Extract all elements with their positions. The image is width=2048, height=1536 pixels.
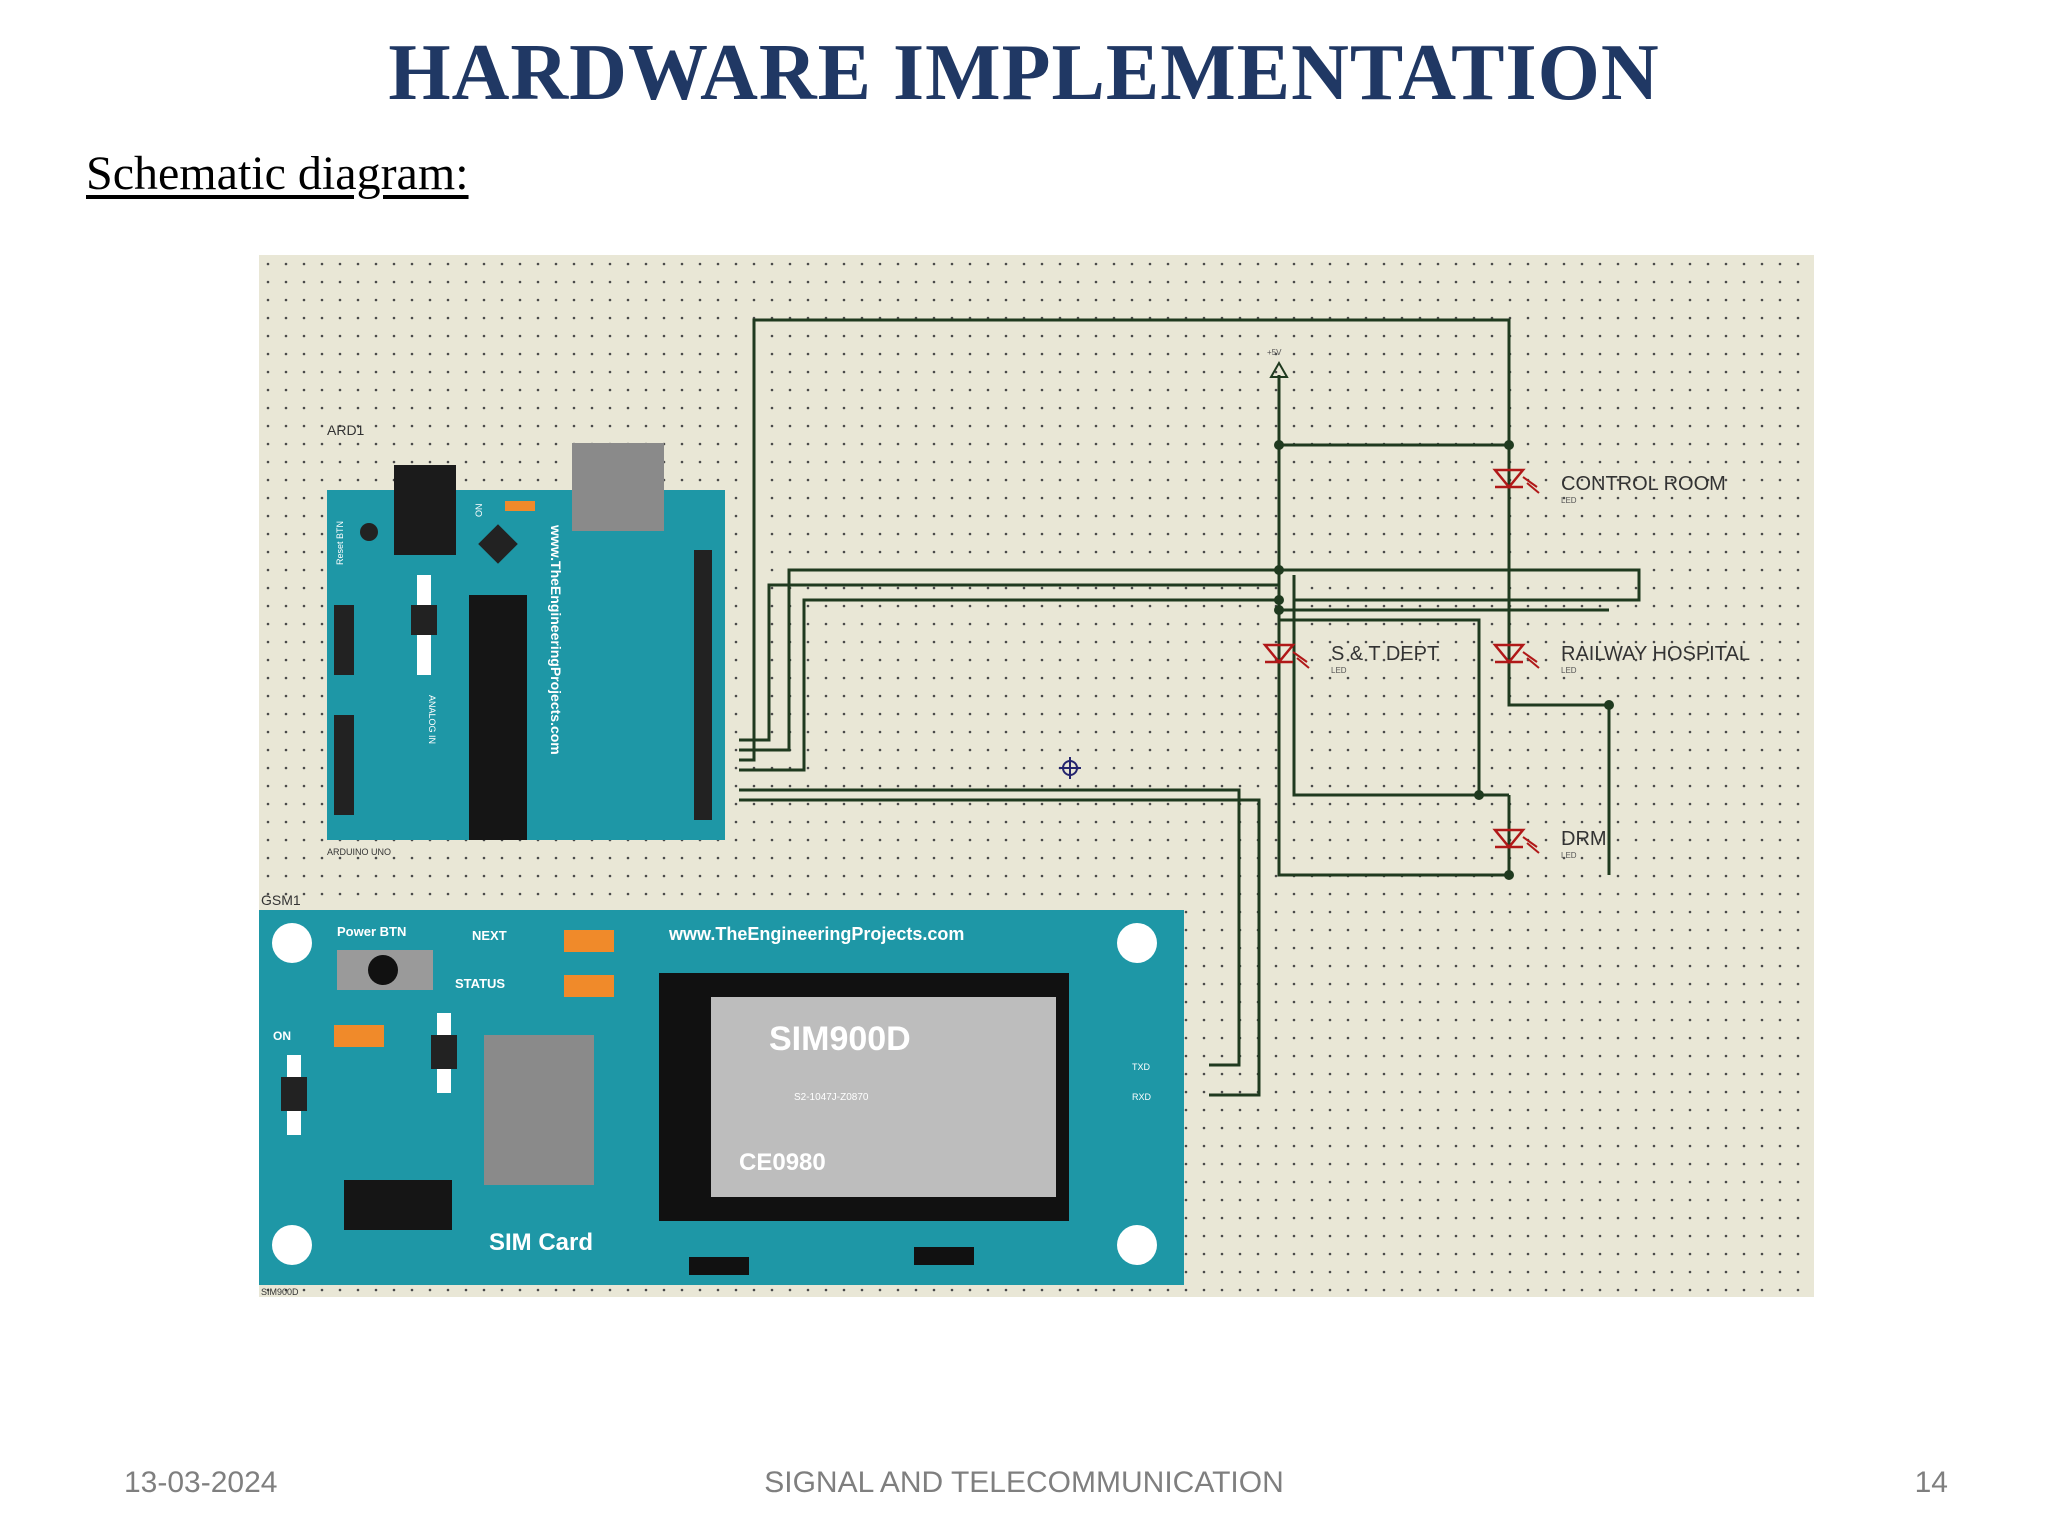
led-st-dept: S & T DEPT LED <box>1262 643 1439 675</box>
led-label: RAILWAY HOSPITAL <box>1561 643 1750 665</box>
atmega-chip <box>469 595 527 840</box>
power-jack <box>394 465 456 555</box>
led-railway-hospital: RAILWAY HOSPITAL LED <box>1492 643 1750 675</box>
led-label: S & T DEPT <box>1331 643 1439 665</box>
power-label: Power BTN <box>337 924 406 939</box>
led-control-room: CONTROL ROOM LED <box>1492 468 1726 505</box>
analog-label: ANALOG IN <box>427 695 437 744</box>
schematic-diagram: +5V CONTROL ROOM LED S & T DEPT LED RAIL… <box>259 255 1814 1297</box>
wire-junctions <box>1274 440 1614 880</box>
footer-title: SIGNAL AND TELECOMMUNICATION <box>764 1466 1284 1499</box>
supply-label: +5V <box>1267 348 1282 357</box>
reset-button <box>360 523 378 541</box>
led-type: LED <box>1561 496 1577 505</box>
chip-cert: CE0980 <box>739 1149 826 1176</box>
chip-serial: S2-1047J-Z0870 <box>794 1092 869 1103</box>
reset-label: Reset BTN <box>335 521 345 565</box>
arduino-model: ARDUINO UNO <box>327 847 391 857</box>
footer-date: 13-03-2024 <box>124 1466 278 1499</box>
led-drm: DRM LED <box>1492 828 1607 860</box>
power-button <box>368 955 398 985</box>
slide-title: HARDWARE IMPLEMENTATION <box>388 29 1660 117</box>
slide-subtitle: Schematic diagram: <box>86 147 469 200</box>
gsm-module-label: SIM900D <box>261 1287 299 1297</box>
gsm-on-label: ON <box>273 1029 291 1043</box>
arduino-ref: ARD1 <box>327 422 365 438</box>
led-type: LED <box>1561 851 1577 860</box>
gsm-module: GSM1 Power BTN NEXT STATUS ON SIM Card w… <box>259 892 1184 1297</box>
netlight-label: NEXT <box>472 928 507 943</box>
footer-page-number: 14 <box>1914 1466 1948 1499</box>
power-supply-symbol: +5V <box>1267 348 1289 378</box>
sim-card-slot <box>484 1035 594 1185</box>
rxd-label: RXD <box>1132 1092 1152 1102</box>
led-label: CONTROL ROOM <box>1561 473 1726 495</box>
arduino-website: www.TheEngineeringProjects.com <box>548 524 564 755</box>
chip-label: SIM900D <box>769 1020 911 1058</box>
digital-header <box>694 550 712 820</box>
led-type: LED <box>1561 666 1577 675</box>
status-label: STATUS <box>455 976 505 991</box>
crosshair-icon <box>1059 757 1081 779</box>
gsm-ref: GSM1 <box>261 892 301 908</box>
txd-label: TXD <box>1132 1062 1151 1072</box>
led-type: LED <box>1331 666 1347 675</box>
usb-port <box>572 443 664 531</box>
on-label: ON <box>474 504 484 518</box>
gsm-website: www.TheEngineeringProjects.com <box>668 924 964 944</box>
wires <box>739 318 1641 1097</box>
sim-label: SIM Card <box>489 1229 593 1256</box>
arduino-board: ARD1 ON Reset BTN ANALOG IN www.TheEngin… <box>327 422 725 857</box>
led-label: DRM <box>1561 828 1607 850</box>
